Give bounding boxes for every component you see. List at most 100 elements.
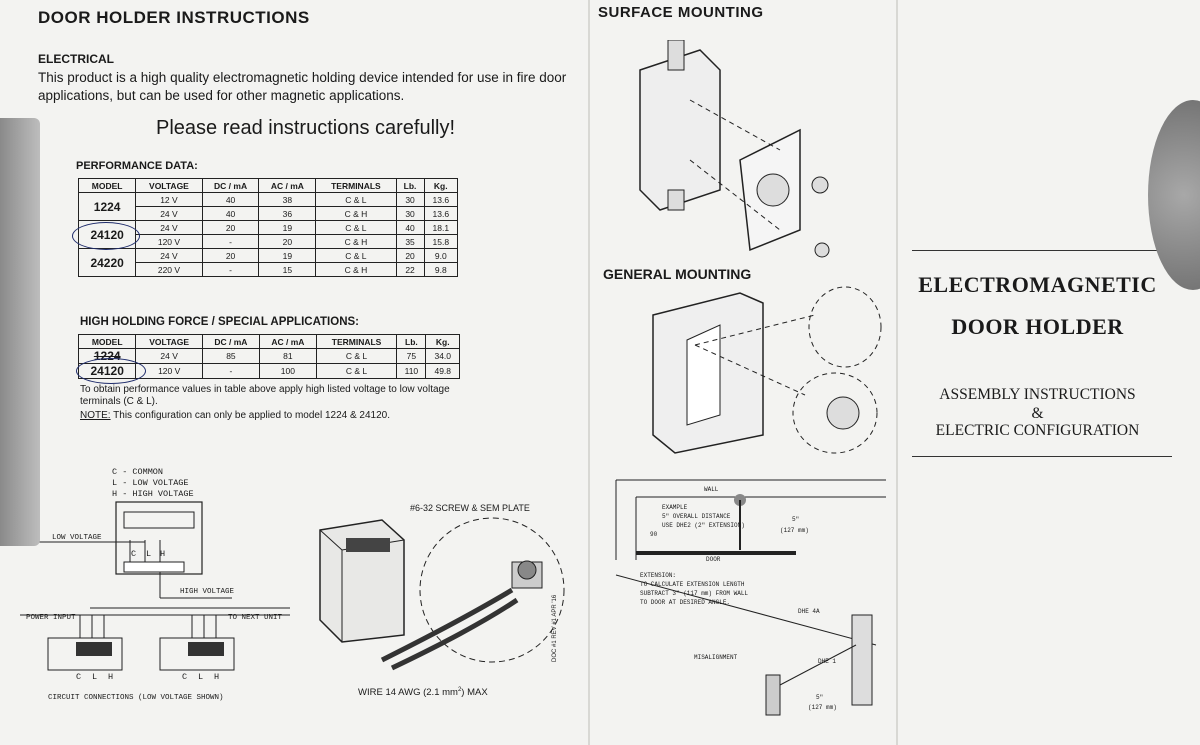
table-cell: 9.8 <box>423 262 459 277</box>
terminal-c-2: C <box>182 672 188 682</box>
performance-heading: PERFORMANCE DATA: <box>76 160 198 172</box>
table-cell: 36 <box>258 206 317 221</box>
col-terminals: TERMINALS <box>315 178 397 193</box>
circuit-caption: CIRCUIT CONNECTIONS (LOW VOLTAGE SHOWN) <box>48 694 224 702</box>
note-line-3: NOTE: This configuration can only be app… <box>80 410 390 422</box>
table-cell: 40 <box>201 206 260 221</box>
table-header-row: MODEL VOLTAGE DC / mA AC / mA TERMINALS … <box>77 334 460 349</box>
table-cell: 120 V <box>135 234 203 249</box>
performance-table: MODEL VOLTAGE DC / mA AC / mA TERMINALS … <box>77 178 459 277</box>
extension-heading: EXTENSION: <box>640 572 677 579</box>
terminal-l-1: L <box>92 672 98 682</box>
table-row: 24220 24 V 20 19 C & L 20 9.0 <box>77 248 459 277</box>
table-header-row: MODEL VOLTAGE DC / mA AC / mA TERMINALS … <box>77 178 459 193</box>
terminal-h: H <box>160 549 166 559</box>
note-label: NOTE: <box>80 410 111 421</box>
col-lb: Lb. <box>396 334 427 349</box>
table-cell: 20 <box>201 248 260 263</box>
col-model: MODEL <box>77 334 137 349</box>
table-cell: C & L <box>315 363 398 379</box>
title-line-2: DOOR HOLDER <box>951 314 1124 339</box>
col-dc: DC / mA <box>201 334 260 349</box>
table-cell: - <box>201 363 260 379</box>
table-cell: 9.0 <box>423 248 459 263</box>
terminal-h-2: H <box>214 672 220 682</box>
dhe4a-label: DHE 4A <box>798 608 820 615</box>
bottom-dim-127: (127 mm) <box>808 704 837 711</box>
extension-line-2: SUBTRACT 3" (117 mm) FROM WALL <box>640 590 749 597</box>
high-voltage-label: HIGH VOLTAGE <box>180 588 235 596</box>
table-cell: C & L <box>315 220 397 235</box>
wire-label: WIRE 14 AWG (2.1 mm2) MAX <box>358 687 488 698</box>
left-panel-header: DOOR HOLDER INSTRUCTIONS <box>38 8 310 27</box>
table-cell: 81 <box>258 348 317 364</box>
mounting-dimension-diagram <box>615 479 886 716</box>
extension-line-3: TO DOOR AT DESIRED ANGLE. <box>640 599 731 606</box>
please-read-heading: Please read instructions carefully! <box>156 117 456 139</box>
table-cell: 24 V <box>135 206 203 221</box>
misalignment-label: MISALIGNMENT <box>694 654 738 661</box>
table-cell: 15 <box>258 262 317 277</box>
table-cell: 18.1 <box>423 220 459 235</box>
surface-mounting-illustration <box>639 40 830 258</box>
table-cell: 85 <box>201 348 260 364</box>
table-cell: C & H <box>315 206 397 221</box>
note-line-1: To obtain performance values in table ab… <box>80 384 450 395</box>
note-text: This configuration can only be applied t… <box>110 410 391 421</box>
fold-line-left <box>588 0 590 745</box>
table-cell: 22 <box>395 262 425 277</box>
table-cell: 40 <box>395 220 425 235</box>
example-label: EXAMPLE <box>662 504 688 511</box>
terminal-block-illustration <box>319 517 565 671</box>
screw-label: #6-32 SCREW & SEM PLATE <box>410 503 530 513</box>
table-cell: - <box>201 262 260 277</box>
table-cell: C & H <box>315 262 397 277</box>
low-voltage-label: LOW VOLTAGE <box>52 534 102 542</box>
col-lb: Lb. <box>395 178 425 193</box>
legend-common: C - COMMON <box>112 467 164 477</box>
angle-label: 90 <box>650 531 658 538</box>
col-terminals: TERMINALS <box>315 334 398 349</box>
power-input-label: POWER INPUT <box>26 614 76 622</box>
table-cell: 30 <box>395 192 425 207</box>
example-extension: USE DHE2 (2" EXTENSION) <box>662 522 745 529</box>
wire-label-main: WIRE 14 AWG (2.1 mm <box>358 687 458 699</box>
table-cell: 100 <box>258 363 317 379</box>
col-ac: AC / mA <box>258 334 317 349</box>
title-divider-bottom <box>912 456 1172 457</box>
table-cell: 110 <box>396 363 427 379</box>
terminal-c-1: C <box>76 672 82 682</box>
col-kg: Kg. <box>425 334 460 349</box>
wire-label-end: ) MAX <box>461 687 488 699</box>
bottom-dim-5: 5" <box>816 694 824 701</box>
table-cell: C & L <box>315 192 397 207</box>
table-cell: C & H <box>315 234 397 249</box>
col-voltage: VOLTAGE <box>135 178 203 193</box>
gray-object-left <box>0 118 40 546</box>
table-cell: 20 <box>395 248 425 263</box>
table-cell: 24 V <box>135 220 203 235</box>
table-cell: 24 V <box>135 348 203 364</box>
table-cell: 220 V <box>135 262 203 277</box>
terminal-h-1: H <box>108 672 114 682</box>
legend-low: L - LOW VOLTAGE <box>112 478 189 488</box>
subtitle-line-1: ASSEMBLY INSTRUCTIONS <box>939 386 1136 403</box>
wall-label: WALL <box>704 486 719 493</box>
table-cell: 35 <box>395 234 425 249</box>
table-cell: 24 V <box>135 248 203 263</box>
table-cell: 13.6 <box>423 192 459 207</box>
table-cell: 20 <box>258 234 317 249</box>
terminal-c: C <box>131 549 137 559</box>
electrical-text-1: This product is a high quality electroma… <box>38 70 567 85</box>
dim-127-label: (127 mm) <box>780 527 809 534</box>
handwritten-circle-24120-high <box>76 358 146 384</box>
table-cell: 13.6 <box>423 206 459 221</box>
electrical-text-2: applications, but can be used for other … <box>38 88 405 103</box>
subtitle-ampersand: & <box>1031 405 1044 422</box>
electrical-heading: ELECTRICAL <box>38 52 114 66</box>
table-cell: C & L <box>315 248 397 263</box>
surface-mounting-header: SURFACE MOUNTING <box>598 4 764 21</box>
title-line-1: ELECTROMAGNETIC <box>918 272 1157 297</box>
table-cell: 19 <box>258 248 317 263</box>
